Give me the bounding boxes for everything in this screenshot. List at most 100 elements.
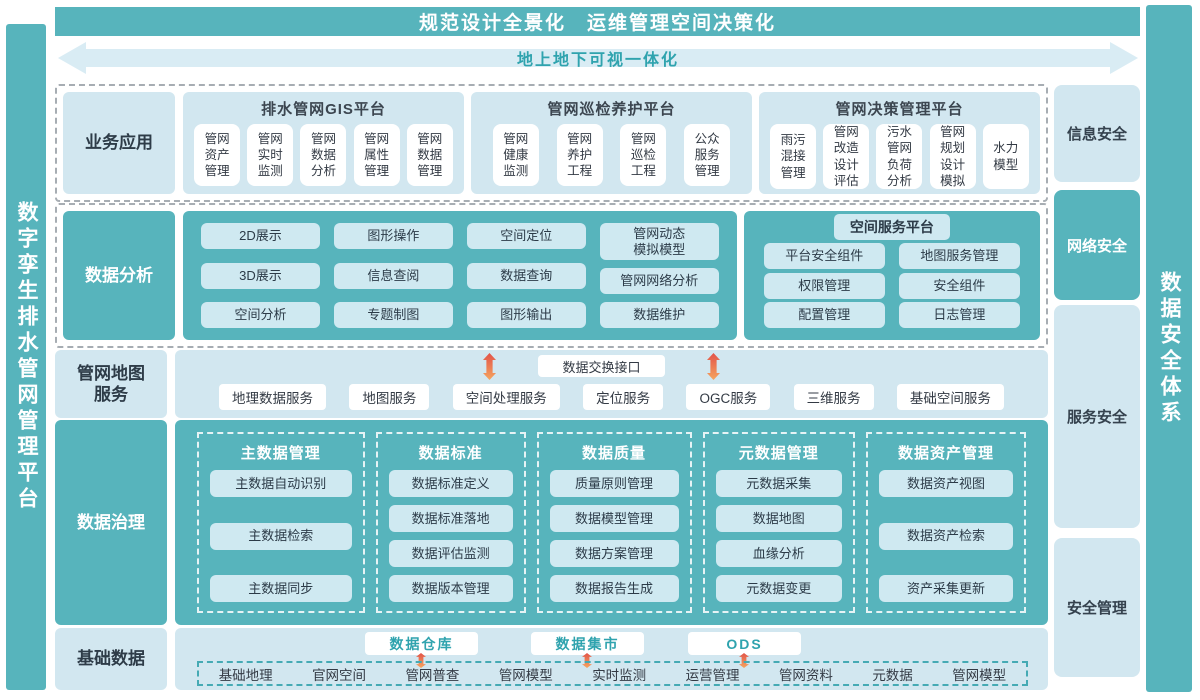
group-items: 管网 健康 监测 管网 养护 工程 管网 巡检 工程 公众 服务 管理 [480, 124, 743, 186]
gov-group-title: 数据质量 [582, 445, 647, 462]
service-pill: 配置管理 [763, 302, 885, 328]
group-title: 管网决策管理平台 [835, 101, 964, 118]
group-decision-platform: 管网决策管理平台 雨污 混接 管理 管网 改造 设计 评估 污水 管网 负荷 分… [759, 92, 1040, 194]
map-service-list: 地理数据服务 地图服务 空间处理服务 定位服务 OGC服务 三维服务 基础空间服… [175, 384, 1048, 410]
arrow-right-head-icon [1110, 42, 1138, 74]
app-item: 管网 实时 监测 [247, 124, 294, 186]
row-map-services: 管网地图 服务 数据交换接口 地理数据服务 地图服务 空间处理服务 定位服务 O… [55, 350, 1048, 418]
analysis-column: 管网动态 模拟模型 管网网络分析 数据维护 [599, 223, 719, 328]
gov-item: 数据版本管理 [388, 575, 513, 602]
gov-group-title: 数据标准 [418, 445, 483, 462]
row-label-business: 业务应用 [63, 92, 175, 194]
base-data-panel: 数据仓库 数据集市 ODS 基础地理 官网空间 管网普查 管网模型 实时监测 运… [175, 628, 1048, 690]
map-service-box: 地理数据服务 [219, 384, 326, 410]
map-service-box: 地图服务 [349, 384, 430, 410]
data-warehouse-box: 数据仓库 [365, 632, 478, 655]
spatial-service-platform-panel: 空间服务平台 平台安全组件 权限管理 配置管理 地图服务管理 安全组件 日志管理 [743, 211, 1040, 340]
row-label-analysis: 数据分析 [63, 211, 175, 340]
app-item: 管网 规划 设计 模拟 [929, 124, 976, 189]
analysis-pill: 管网网络分析 [599, 268, 719, 295]
source-item: 管网模型 [952, 667, 1007, 683]
service-platform-column: 平台安全组件 权限管理 配置管理 [763, 243, 885, 328]
map-services-panel: 数据交换接口 地理数据服务 地图服务 空间处理服务 定位服务 OGC服务 三维服… [175, 350, 1048, 418]
up-down-arrow-icon [739, 653, 749, 668]
app-item: 污水 管网 负荷 分析 [876, 124, 923, 189]
security-box-network: 网络安全 [1054, 190, 1140, 300]
app-item: 管网 数据 分析 [300, 124, 347, 186]
security-box-service: 服务安全 [1054, 305, 1140, 528]
gov-item: 数据标准定义 [388, 470, 513, 497]
up-down-arrow-icon [582, 653, 592, 668]
gov-group-items: 数据标准定义 数据标准落地 数据评估监测 数据版本管理 [388, 465, 513, 602]
analysis-pill: 信息查阅 [333, 262, 453, 289]
source-item: 官网空间 [312, 667, 367, 683]
arrow-left-head-icon [58, 42, 86, 74]
analysis-pill: 空间定位 [466, 223, 586, 249]
map-service-box: OGC服务 [686, 384, 771, 410]
analysis-column: 图形操作 信息查阅 专题制图 [333, 223, 453, 328]
security-box-label: 安全管理 [1066, 600, 1127, 617]
analysis-pill: 2D展示 [201, 223, 320, 249]
top-banner-title: 规范设计全景化 运维管理空间决策化 [418, 13, 776, 34]
gov-item: 数据资产视图 [878, 470, 1014, 497]
gov-item: 主数据检索 [210, 522, 352, 550]
gov-item: 数据报告生成 [549, 575, 679, 602]
right-security-system-label: 数据安全体系 [1158, 270, 1181, 427]
map-service-box: 空间处理服务 [452, 384, 560, 410]
gov-group-data-quality: 数据质量 质量原则管理 数据模型管理 数据方案管理 数据报告生成 [536, 432, 692, 613]
up-down-arrow-icon [416, 653, 426, 668]
gov-item: 数据标准落地 [388, 505, 513, 532]
group-items: 管网 资产 管理 管网 实时 监测 管网 数据 分析 管网 属性 管理 管网 数… [192, 124, 455, 186]
analysis-pill: 专题制图 [333, 302, 453, 328]
app-item: 管网 巡检 工程 [620, 124, 667, 186]
row-data-analysis: 数据分析 2D展示 3D展示 空间分析 图形操作 信息查阅 专题制图 空间定位 … [55, 203, 1048, 348]
group-inspection-platform: 管网巡检养护平台 管网 健康 监测 管网 养护 工程 管网 巡检 工程 公众 服… [471, 92, 752, 194]
source-item: 基础地理 [218, 667, 273, 683]
source-item: 管网普查 [405, 667, 460, 683]
gov-group-data-standard: 数据标准 数据标准定义 数据标准落地 数据评估监测 数据版本管理 [375, 432, 526, 613]
analysis-pill: 数据维护 [599, 302, 719, 328]
app-item: 管网 养护 工程 [556, 124, 603, 186]
gov-item: 质量原则管理 [549, 470, 679, 497]
app-item: 水力 模型 [982, 124, 1029, 189]
source-item: 元数据 [872, 667, 913, 683]
service-pill: 平台安全组件 [763, 243, 885, 269]
data-exchange-interface-box: 数据交换接口 [538, 355, 665, 377]
source-item: 运营管理 [685, 667, 740, 683]
map-service-box: 三维服务 [793, 384, 874, 410]
gov-group-metadata: 元数据管理 元数据采集 数据地图 血缘分析 元数据变更 [702, 432, 855, 613]
left-platform-bar: 数字孪生排水管网管理平台 [6, 24, 46, 690]
governance-panel: 主数据管理 主数据自动识别 主数据检索 主数据同步 数据标准 数据标准定义 数据… [175, 420, 1048, 625]
security-box-label: 信息安全 [1066, 126, 1127, 143]
service-pill: 安全组件 [898, 272, 1021, 299]
app-item: 管网 资产 管理 [194, 124, 241, 186]
row-label-governance: 数据治理 [55, 420, 167, 625]
app-item: 雨污 混接 管理 [770, 124, 817, 189]
map-service-box: 基础空间服务 [896, 384, 1004, 410]
top-banner: 规范设计全景化 运维管理空间决策化 [55, 7, 1140, 36]
gov-item: 元数据变更 [715, 575, 842, 602]
analysis-panels: 2D展示 3D展示 空间分析 图形操作 信息查阅 专题制图 空间定位 数据查询 … [183, 211, 1040, 340]
up-down-arrow-icon [483, 353, 496, 380]
app-item: 管网 属性 管理 [353, 124, 400, 186]
source-item: 管网资料 [778, 667, 833, 683]
gov-item: 数据方案管理 [549, 540, 679, 567]
gov-group-items: 质量原则管理 数据模型管理 数据方案管理 数据报告生成 [549, 465, 679, 602]
gov-group-title: 主数据管理 [240, 445, 321, 462]
source-item: 管网模型 [498, 667, 553, 683]
analysis-functions-panel: 2D展示 3D展示 空间分析 图形操作 信息查阅 专题制图 空间定位 数据查询 … [183, 211, 737, 340]
analysis-column: 空间定位 数据查询 图形输出 [466, 223, 586, 328]
gov-item: 数据模型管理 [549, 505, 679, 532]
gov-group-items: 主数据自动识别 主数据检索 主数据同步 [210, 465, 352, 602]
security-box-management: 安全管理 [1054, 538, 1140, 677]
gov-group-master-data: 主数据管理 主数据自动识别 主数据检索 主数据同步 [197, 432, 365, 613]
gov-item: 数据资产检索 [878, 522, 1014, 550]
base-data-source-list: 基础地理 官网空间 管网普查 管网模型 实时监测 运营管理 管网资料 元数据 管… [197, 661, 1028, 686]
row-data-governance: 数据治理 主数据管理 主数据自动识别 主数据检索 主数据同步 数据标准 数据标准… [55, 420, 1048, 625]
gov-item: 数据评估监测 [388, 540, 513, 567]
row-business-applications: 业务应用 排水管网GIS平台 管网 资产 管理 管网 实时 监测 管网 数据 分… [55, 84, 1048, 202]
group-title: 管网巡检养护平台 [547, 101, 676, 118]
app-item: 管网 数据 管理 [406, 124, 453, 186]
analysis-pill: 图形操作 [333, 223, 453, 249]
up-down-arrow-icon [707, 353, 720, 380]
